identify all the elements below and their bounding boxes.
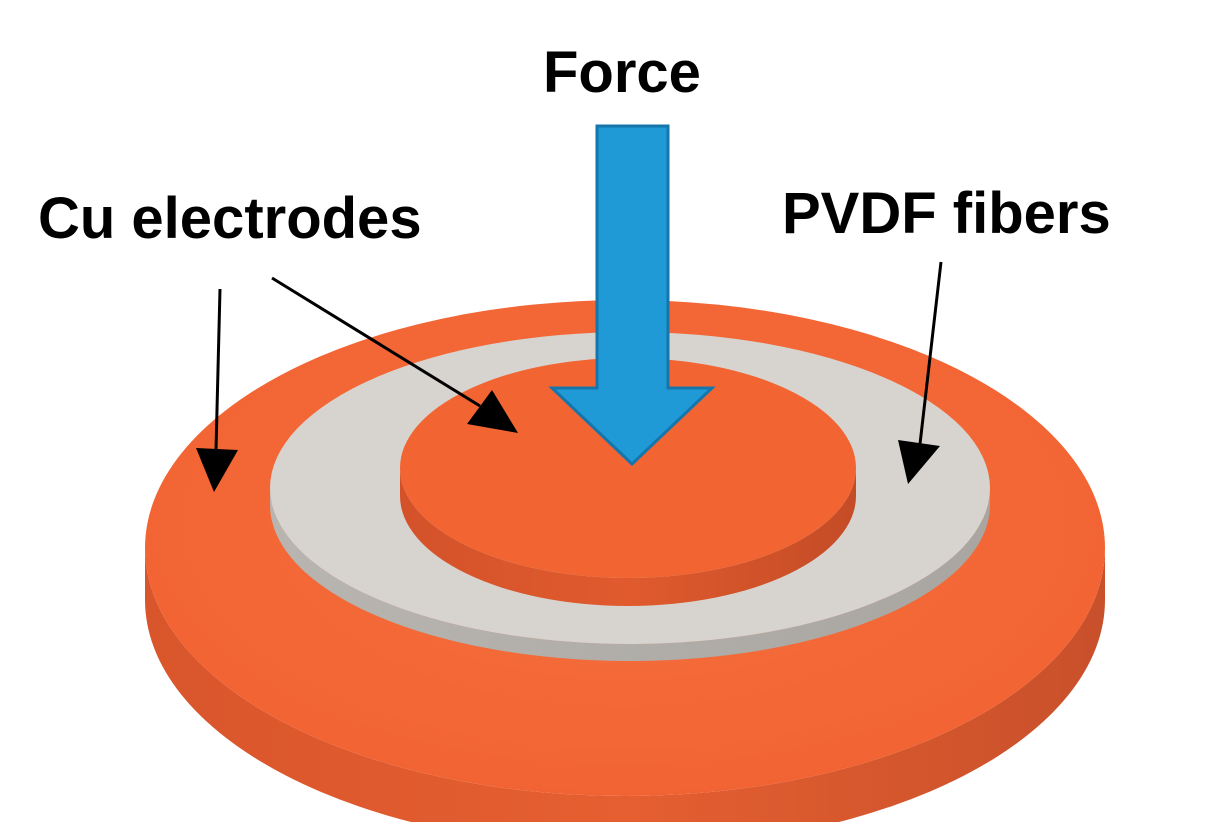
pointer-line-inner <box>271 276 481 408</box>
cu-electrodes-label: Cu electrodes <box>38 186 422 251</box>
pointer-head-outer <box>196 448 238 492</box>
force-arrow <box>548 124 716 467</box>
inner-electrode-side <box>400 468 856 606</box>
pointer-line-pvdf <box>918 261 943 445</box>
pointer-head-inner <box>467 390 518 433</box>
force-label: Force <box>543 40 701 105</box>
inner-electrode-top <box>400 358 856 578</box>
pointer-line-outer <box>214 288 222 451</box>
pvdf-fibers-label: PVDF fibers <box>782 181 1111 246</box>
pointer-head-pvdf <box>898 440 940 484</box>
